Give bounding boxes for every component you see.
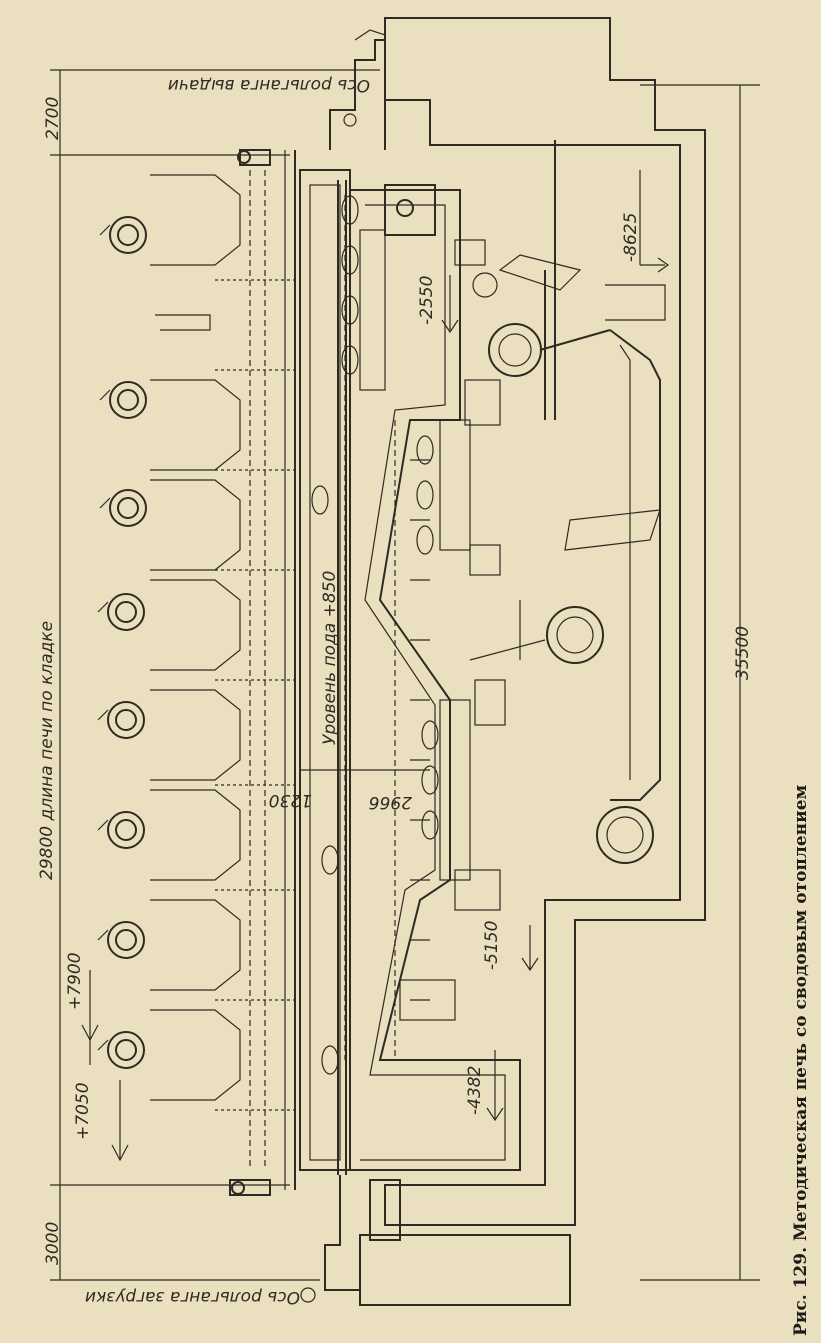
axis-load-label: Ось рольганга загрузки xyxy=(85,1287,300,1307)
roller-gear xyxy=(300,29,386,1303)
elev-minus-5150-label: -5150 xyxy=(482,921,502,970)
elev-7900-label: +7900 xyxy=(65,952,85,1010)
flue-channel xyxy=(469,140,666,864)
burner-row xyxy=(311,195,439,1075)
elev-minus-8625-label: -8625 xyxy=(621,213,641,262)
hearth-level-label: Уровень пода +850 xyxy=(320,571,340,745)
furnace-body xyxy=(299,169,521,1175)
furnace-length-label: 29800 длина печи по кладке xyxy=(37,621,57,880)
dim-2700-label: 2700 xyxy=(43,97,63,140)
dim-3000-label: 3000 xyxy=(43,1222,63,1265)
dim-1230-label: 1230 xyxy=(269,790,312,810)
total-length-label: 35500 xyxy=(733,626,753,680)
foundation-masonry xyxy=(359,17,706,1306)
dimension-lines xyxy=(50,69,760,1281)
elev-minus-2550-label: -2550 xyxy=(417,276,437,325)
elev-7050-label: +7050 xyxy=(73,1082,93,1140)
axis-unload-label: Ось рольганга выдачи xyxy=(168,75,370,95)
elev-minus-4382-label: -4382 xyxy=(465,1066,485,1115)
figure-caption: Рис. 129. Методическая печь со сводовым … xyxy=(791,784,811,1336)
skid-frames xyxy=(97,149,296,1196)
dim-2966-label: 2966 xyxy=(369,792,412,812)
